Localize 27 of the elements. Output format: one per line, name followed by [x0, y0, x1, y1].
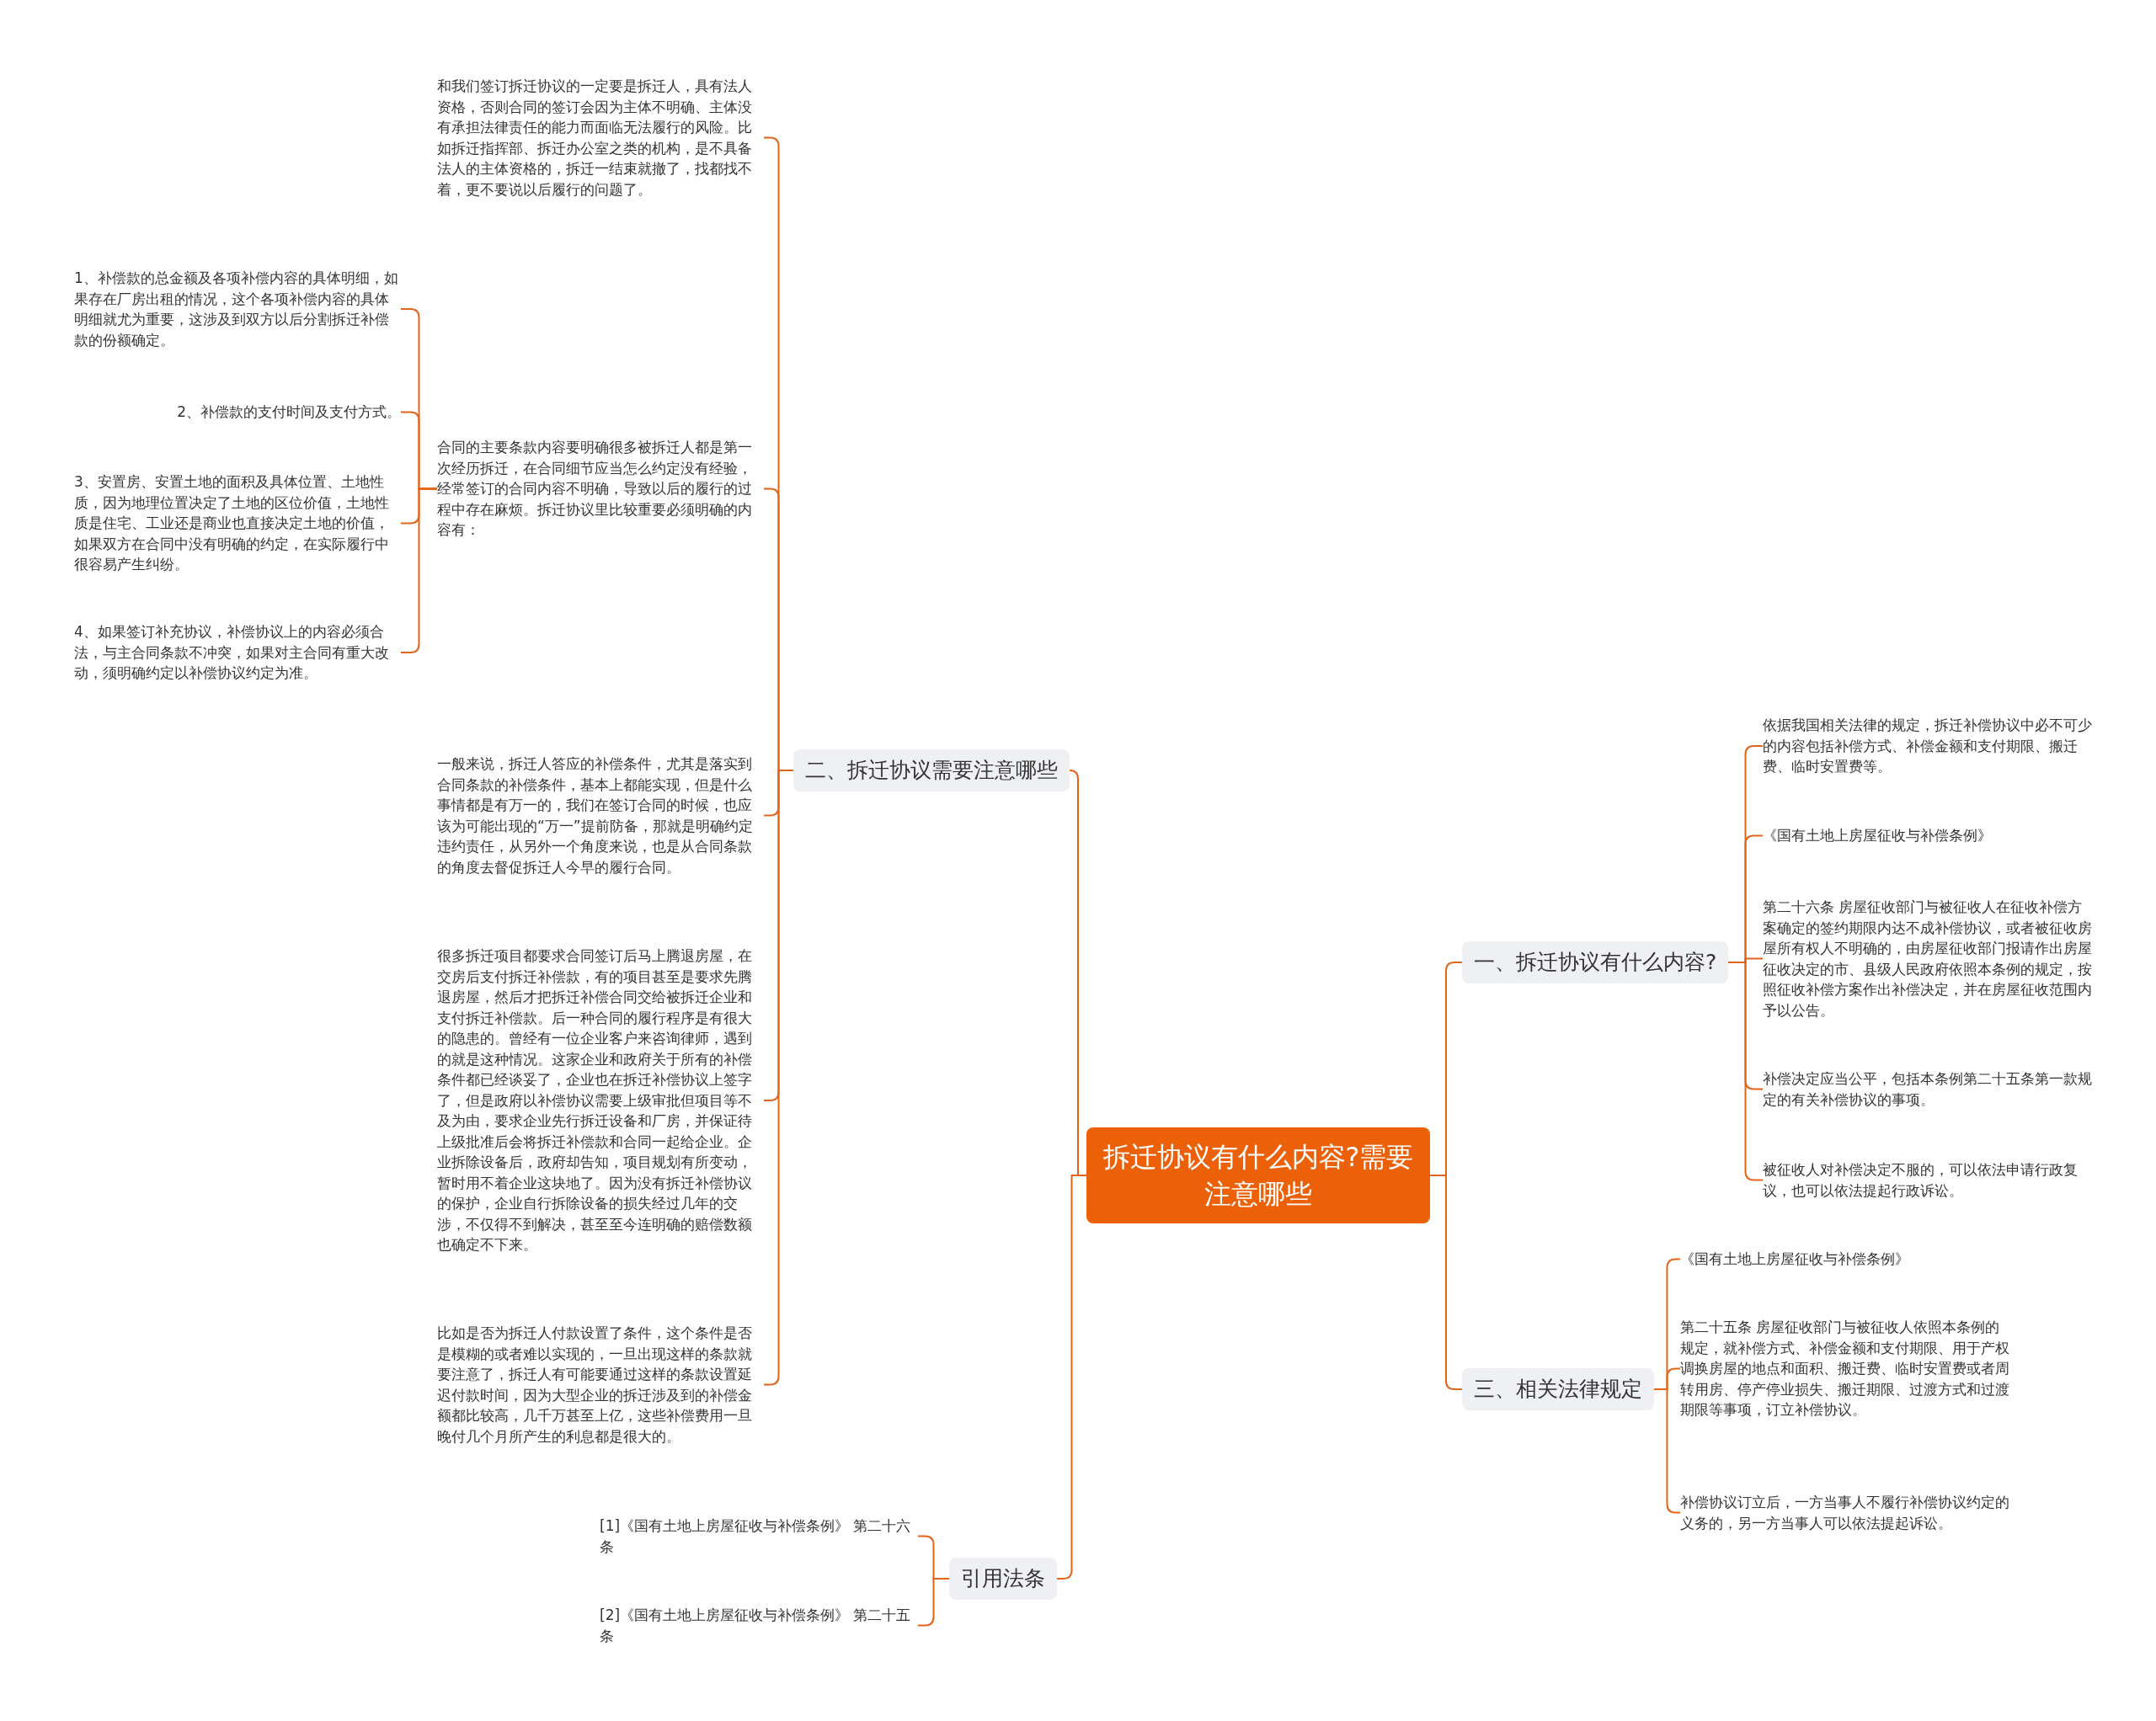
connector-line: [1429, 1175, 1463, 1390]
topic-text: 1、补偿款的总金额及各项补偿内容的具体明细，如果存在厂房出租的情况，这个各项补偿内容的具体明细就尤为重要，这涉及到双方以后分割拆迁补偿款的份额确定。: [74, 268, 401, 350]
connector-line: [1653, 1388, 1681, 1514]
topic-text: 2、补偿款的支付时间及支付方式。: [74, 402, 401, 423]
topic-text: 《国有土地上房屋征收与补偿条例》: [1680, 1249, 2010, 1270]
topic-text: 补偿决定应当公平，包括本条例第二十五条第一款规定的有关补偿协议的事项。: [1763, 1068, 2093, 1110]
topic-text: 4、如果签订补充协议，补偿协议上的内容必须合法，与主合同条款不冲突，如果对主合同有重大改动，须明确约定以补偿协议约定为准。: [74, 621, 401, 684]
topic-text: 很多拆迁项目都要求合同签订后马上腾退房屋，在交房后支付拆迁补偿款，有的项目甚至是要求先腾退房屋，然后才把拆迁补偿合同交给被拆迁企业和支付拆迁补偿款。后一种合同的履行程序是有很大的隐患的。曾经有一位企业客户来咨询律师，遇到的就是这种情况。这家企业和政府关于所有的补偿条件都已经谈妥了，企业也在拆迁补偿协议上签字了，但是政府以补偿协议需要上级审批但项目等不及为由，要求企业先行拆迁设备和厂房，并保证待上级批准后会将拆迁补偿款和合同一起给企业。企业拆除设备后，政府却告知，项目规划有所变动，暂时用不着企业这块地了。因为没有拆迁补偿协议的保护，企业自行拆除设备的损失经过几年的交涉，不仅得不到解决，甚至至今连明确的赔偿数额也确定不下来。: [437, 946, 764, 1255]
topic-text: 第二十五条 房屋征收部门与被征收人依照本条例的规定，就补偿方式、补偿金额和支付期限、用于产权调换房屋的地点和面积、搬迁费、临时安置费或者周转用房、停产停业损失、搬迁期限、过渡方式和过渡期限等事项，订立补偿协议。: [1680, 1317, 2010, 1420]
topic-text: 一般来说，拆迁人答应的补偿条件，尤其是落实到合同条款的补偿条件，基本上都能实现，但是什么事情都是有万一的，我们在签订合同的时候，也应该为可能出现的“万一”提前防备，那就是明确约定违约责任，从另外一个角度来说，也是从合同条款的角度去督促拆迁人今早的履行合同。: [437, 754, 764, 877]
connector-line: [1727, 962, 1764, 1181]
topic-text: 依据我国相关法律的规定，拆迁补偿协议中必不可少的内容包括补偿方式、补偿金额和支付期限、搬迁费、临时安置费等。: [1763, 715, 2093, 777]
topic-text: 和我们签订拆迁协议的一定要是拆迁人，具有法人资格，否则合同的签订会因为主体不明确、主体没有承担法律责任的能力而面临无法履行的风险。比如拆迁指挥部、拆迁办公室之类的机构，是不具备法人的主体资格的，拆迁一结束就撤了，找都找不着，更不要说以后履行的问题了。: [437, 76, 764, 200]
topic-text: 《国有土地上房屋征收与补偿条例》: [1763, 825, 2093, 846]
topic-text: 3、安置房、安置土地的面积及具体位置、土地性质，因为地理位置决定了土地的区位价值，土地性质是住宅、工业还是商业也直接决定土地的价值，如果双方在合同中没有明确的约定，在实际履行中很容易产生纠纷。: [74, 472, 401, 575]
branch-topic-box: 三、相关法律规定: [1462, 1368, 1654, 1410]
topic-text: 比如是否为拆迁人付款设置了条件，这个条件是否是模糊的或者难以实现的，一旦出现这样的条款就要注意了，拆迁人有可能要通过这样的条款设置延迟付款时间，因为大型企业的拆迁涉及到的补偿金额都比较高，几千万甚至上亿，这些补偿费用一旦晚付几个月所产生的利息都是很大的。: [437, 1323, 764, 1447]
topic-text: 被征收人对补偿决定不服的，可以依法申请行政复议，也可以依法提起行政诉讼。: [1763, 1159, 2093, 1201]
topic-text: 补偿协议订立后，一方当事人不履行补偿协议约定的义务的，另一方当事人可以依法提起诉讼。: [1680, 1492, 2010, 1533]
topic-text: 第二十六条 房屋征收部门与被征收人在征收补偿方案确定的签约期限内达不成补偿协议，或者被征收房屋所有权人不明确的，由房屋征收部门报请作出房屋征收决定的市、县级人民政府依照本条例的规定，按照征收补偿方案作出补偿决定，并在房屋征收范围内予以公告。: [1763, 897, 2093, 1020]
branch-topic-box: 二、拆迁协议需要注意哪些: [793, 749, 1070, 791]
branch-topic-box: 一、拆迁协议有什么内容?: [1462, 941, 1729, 983]
topic-text: [1]《国有土地上房屋征收与补偿条例》 第二十六条: [600, 1516, 918, 1557]
branch-topic-box: 引用法条: [949, 1558, 1057, 1600]
central-topic-box: 拆迁协议有什么内容?需要注意哪些: [1086, 1127, 1430, 1223]
topic-text: [2]《国有土地上房屋征收与补偿条例》 第二十五条: [600, 1605, 918, 1646]
topic-text: 合同的主要条款内容要明确很多被拆迁人都是第一次经历拆迁，在合同细节应当怎么约定没有经验，经常签订的合同内容不明确，导致以后的履行的过程中存在麻烦。拆迁协议里比较重要必须明确的内容有：: [437, 437, 764, 541]
